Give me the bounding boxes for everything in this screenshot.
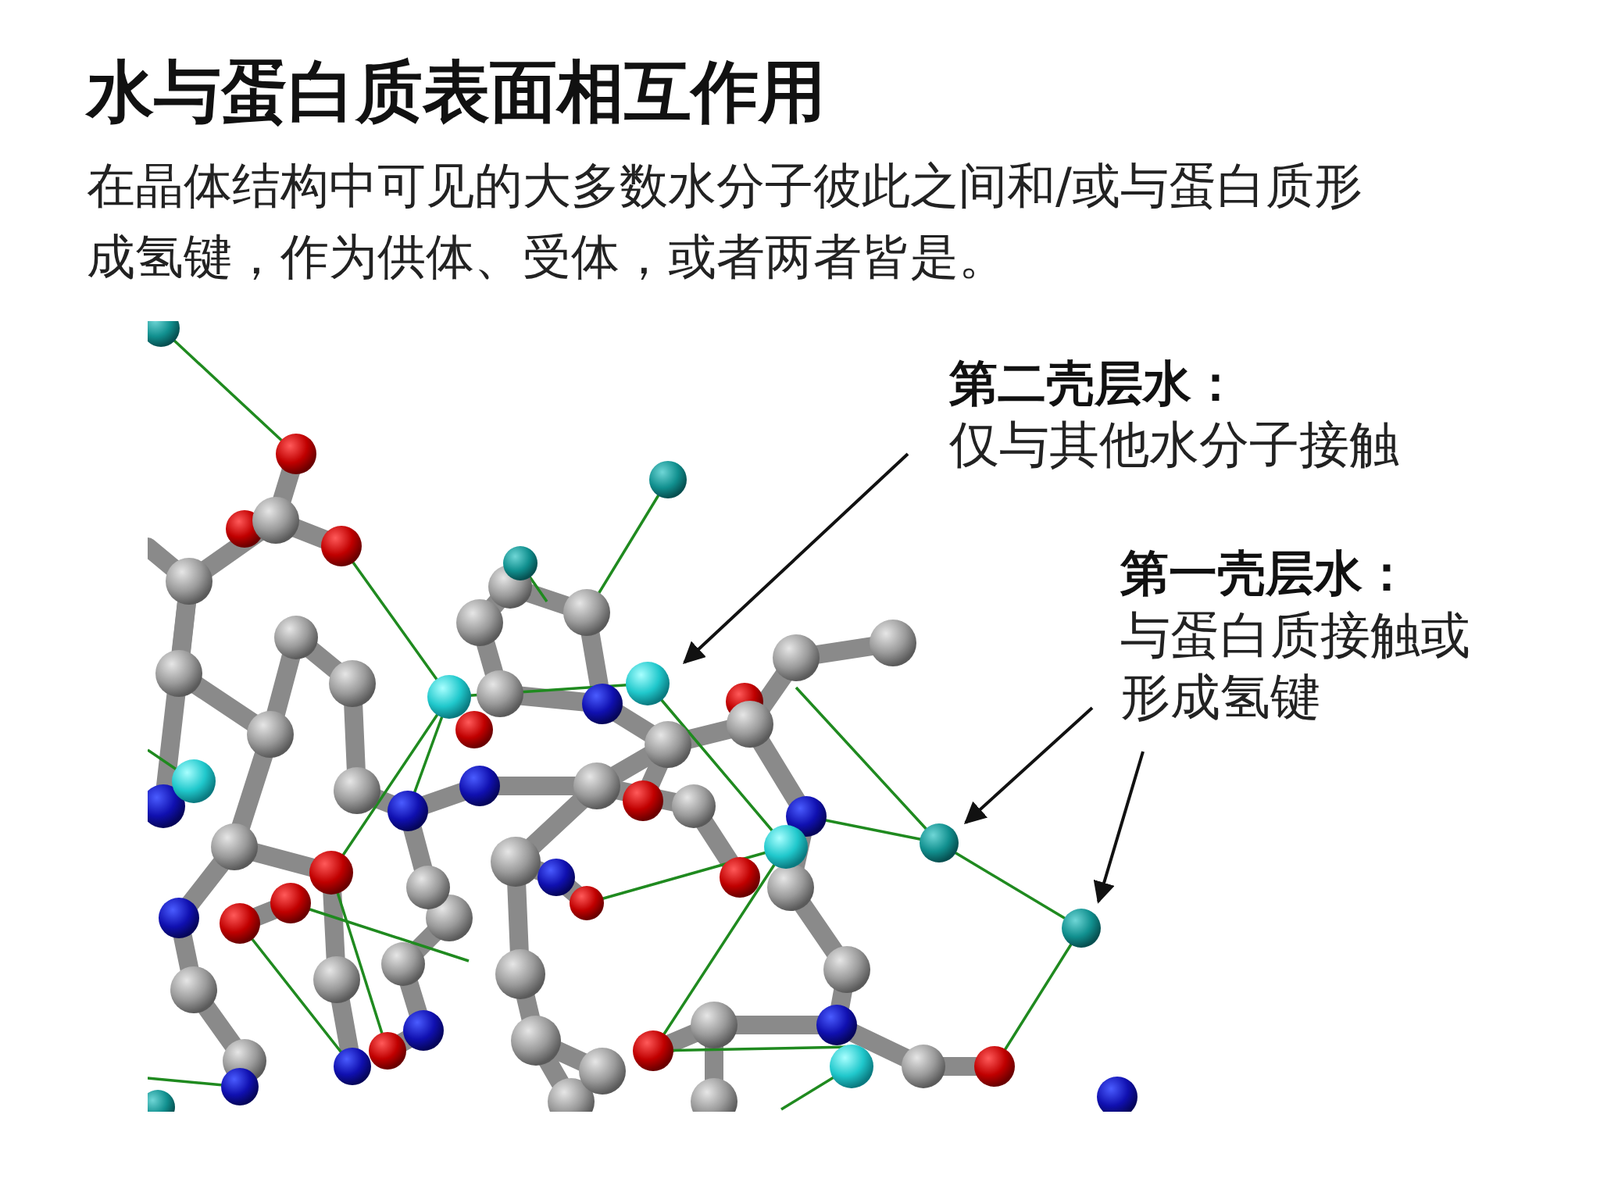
hydrogen-bonds <box>147 328 1082 1110</box>
leader-arrow <box>1098 751 1143 902</box>
callout-text: 仅与其他水分子接触 <box>949 414 1420 476</box>
leader-arrow <box>965 707 1093 823</box>
leader-arrow <box>684 453 908 663</box>
callout-heading: 第二壳层水： <box>949 353 1240 415</box>
page-title: 水与蛋白质表面相互作用 <box>86 51 826 133</box>
covalent-bonds <box>147 453 995 1102</box>
leader-arrows <box>684 453 1143 902</box>
callout-text: 与蛋白质接触或形成氢键 <box>1120 604 1486 729</box>
callout-heading: 第一壳层水： <box>1120 542 1411 604</box>
caption-text: 在晶体结构中可见的大多数水分子彼此之间和/或与蛋白质形成氢键，作为供体、受体，或… <box>86 150 1366 293</box>
